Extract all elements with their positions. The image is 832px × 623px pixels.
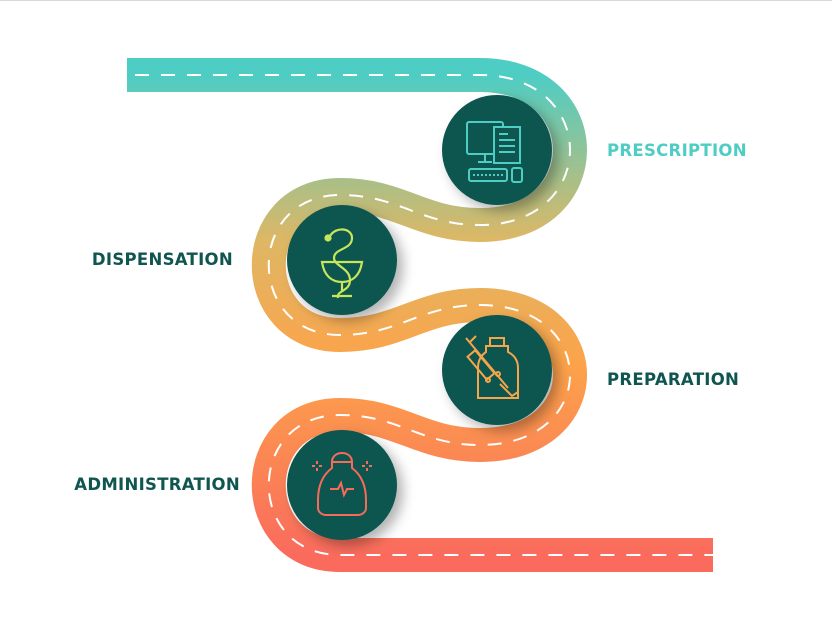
label-preparation: PREPARATION (607, 370, 740, 389)
step-dispensation-circle (287, 205, 397, 315)
computer-document-icon (466, 121, 523, 183)
label-administration: ADMINISTRATION (74, 475, 240, 494)
caduceus-snake-cup-icon (320, 228, 364, 299)
road-dashes (127, 74, 713, 556)
label-prescription: PRESCRIPTION (607, 141, 747, 160)
top-divider (0, 0, 832, 1)
label-dispensation: DISPENSATION (91, 250, 233, 269)
syringe-vial-icon (465, 335, 519, 399)
step-preparation-circle (442, 315, 552, 425)
medicine-bag-icon (312, 452, 372, 516)
step-administration-circle (287, 430, 397, 540)
step-prescription-circle (442, 95, 552, 205)
